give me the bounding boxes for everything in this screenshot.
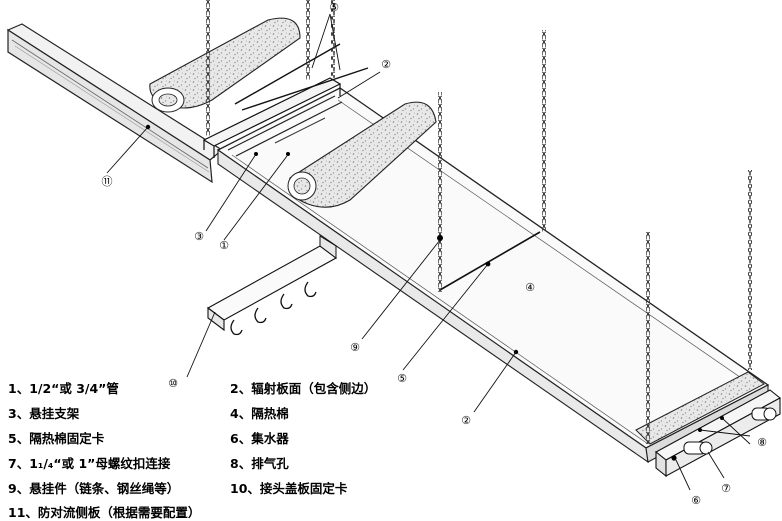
- callout-8: ⑧: [757, 436, 767, 449]
- insulation-roll-middle: [287, 101, 437, 208]
- callout-5: ⑤: [397, 372, 407, 385]
- header-collector: [655, 389, 781, 478]
- callout-6: ⑥: [691, 494, 701, 507]
- hanging-bracket: [202, 77, 342, 158]
- callout-3: ③: [194, 230, 204, 243]
- legend-item-2: 2、辐射板面（包含侧边）: [230, 381, 377, 396]
- connector-cover-clip: [206, 235, 338, 336]
- legend-item-8: 8、排气孔: [230, 456, 289, 471]
- legend-item-5: 5、隔热棉固定卡: [8, 431, 105, 446]
- insulation-roll-upper: [149, 17, 301, 113]
- anti-convection-side-plate: [6, 23, 224, 184]
- leader-lines: [106, 13, 751, 491]
- callout-4: ④: [525, 281, 535, 294]
- callout-7: ⑦: [721, 482, 731, 495]
- callout-10: ⑩: [168, 377, 178, 390]
- callout-labels: ⑪ ① ③ ② ⑤ ④ ⑨ ⑤ ② ⑩ ⑥ ⑦ ⑧: [102, 1, 768, 507]
- legend-item-10: 10、接头盖板固定卡: [230, 481, 348, 496]
- callout-5-top: ⑤: [329, 1, 339, 14]
- insulation-fixing-clips: [234, 43, 541, 291]
- legend-item-7: 7、1₁/₄“或 1”母螺纹扣连接: [8, 456, 171, 471]
- callout-11: ⑪: [102, 175, 113, 188]
- legend-item-6: 6、集水器: [230, 431, 289, 446]
- hanging-chains: [206, 0, 752, 444]
- callout-2-top: ②: [381, 58, 391, 71]
- callout-2: ②: [461, 414, 471, 427]
- callout-1: ①: [219, 239, 229, 252]
- legend-item-11: 11、防对流侧板（根据需要配置）: [8, 505, 201, 520]
- insulation-strip-end: [635, 371, 765, 445]
- legend: 1、1/2“或 3/4”管 2、辐射板面（包含侧边） 3、悬挂支架 4、隔热棉 …: [4, 374, 404, 520]
- legend-item-1: 1、1/2“或 3/4”管: [8, 381, 119, 396]
- legend-item-3: 3、悬挂支架: [8, 406, 80, 421]
- legend-item-4: 4、隔热棉: [230, 406, 289, 421]
- callout-9: ⑨: [350, 341, 360, 354]
- legend-item-9: 9、悬挂件（链条、钢丝绳等）: [8, 481, 180, 496]
